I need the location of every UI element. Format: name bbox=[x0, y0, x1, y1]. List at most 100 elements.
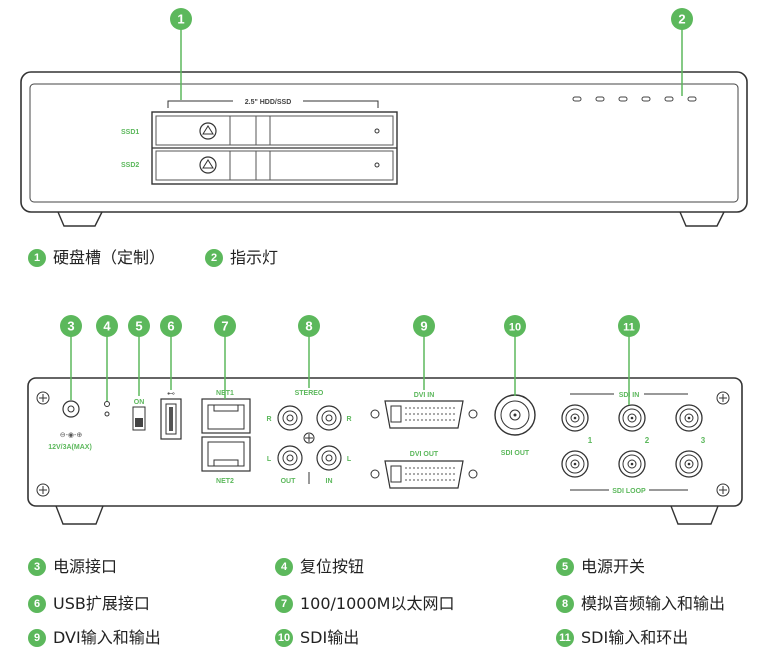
legend-item-2: 2 指示灯 bbox=[205, 248, 278, 268]
callout-badge-11: 11 bbox=[618, 315, 640, 337]
bnc-connector bbox=[630, 462, 634, 466]
callout-badge-3: 3 bbox=[60, 315, 82, 337]
legend-badge: 2 bbox=[205, 249, 223, 267]
stereo-label: STEREO bbox=[295, 390, 324, 397]
svg-text:L: L bbox=[267, 456, 272, 463]
legend-badge: 3 bbox=[28, 558, 46, 576]
svg-text:R: R bbox=[266, 416, 271, 423]
hdd-bracket-label: 2.5" HDD/SSD bbox=[245, 99, 292, 106]
dvi-in-port[interactable]: DVI IN bbox=[370, 392, 478, 429]
callout-badge-6: 6 bbox=[160, 315, 182, 337]
indicator-leds bbox=[572, 96, 697, 102]
stereo-audio-jacks[interactable]: STEREO R R L L OUT IN bbox=[266, 390, 351, 485]
svg-text:⊖-◉-⊕: ⊖-◉-⊕ bbox=[60, 432, 83, 439]
callout-badge-9: 9 bbox=[413, 315, 435, 337]
legend-badge: 4 bbox=[275, 558, 293, 576]
power-jack[interactable]: ⊖-◉-⊕ 12V/3A(MAX) bbox=[48, 400, 92, 451]
svg-text:3: 3 bbox=[67, 319, 74, 334]
svg-text:10: 10 bbox=[509, 322, 521, 334]
callout-badge-10: 10 bbox=[504, 315, 526, 337]
dvi-in-label: DVI IN bbox=[414, 392, 435, 399]
legend-badge: 5 bbox=[556, 558, 574, 576]
sdi-loop-label: SDI LOOP bbox=[612, 488, 646, 495]
legend-text: DVI输入和输出 bbox=[53, 628, 161, 647]
legend-text: 电源接口 bbox=[53, 557, 118, 576]
legend-text: 指示灯 bbox=[230, 248, 279, 267]
ssd-slot-2[interactable] bbox=[155, 150, 394, 181]
legend-item-9: 9 DVI输入和输出 bbox=[28, 628, 161, 648]
legend-badge: 11 bbox=[556, 629, 574, 647]
legend-text: SDI输出 bbox=[300, 628, 360, 647]
legend-item-8: 8 模拟音频输入和输出 bbox=[556, 594, 725, 614]
callout-badge-7: 7 bbox=[214, 315, 236, 337]
screw-icon bbox=[716, 483, 730, 497]
out-label: OUT bbox=[281, 478, 297, 485]
dvi-out-port[interactable]: DVI OUT bbox=[370, 451, 478, 489]
ssd-slot-1[interactable] bbox=[155, 115, 394, 146]
legend-item-5: 5 电源开关 bbox=[556, 557, 645, 577]
svg-text:⊷: ⊷ bbox=[167, 389, 175, 398]
legend-badge: 1 bbox=[28, 249, 46, 267]
legend-item-11: 11 SDI输入和环出 bbox=[556, 628, 688, 648]
svg-text:1: 1 bbox=[177, 12, 184, 27]
bnc-connector bbox=[687, 416, 691, 420]
ethernet-ports[interactable]: NET1 NET2 bbox=[201, 390, 251, 485]
callout-badge-4: 4 bbox=[96, 315, 118, 337]
front-panel: 2.5" HDD/SSD SSD1 SSD2 bbox=[20, 28, 748, 227]
svg-text:6: 6 bbox=[167, 319, 174, 334]
in-label: IN bbox=[326, 478, 333, 485]
svg-text:5: 5 bbox=[135, 319, 142, 334]
svg-text:R: R bbox=[346, 416, 351, 423]
bnc-connector bbox=[630, 416, 634, 420]
bnc-connector bbox=[687, 462, 691, 466]
svg-text:4: 4 bbox=[103, 319, 111, 334]
svg-text:2: 2 bbox=[678, 12, 685, 27]
switch-label: ON bbox=[134, 399, 145, 406]
rear-panel: ⊖-◉-⊕ 12V/3A(MAX) ON ⊷ NET1 bbox=[27, 335, 743, 525]
ssd2-label: SSD2 bbox=[121, 162, 139, 169]
sdi-out-label: SDI OUT bbox=[501, 450, 530, 457]
svg-text:8: 8 bbox=[305, 319, 312, 334]
legend-badge: 8 bbox=[556, 595, 574, 613]
legend-item-4: 4 复位按钮 bbox=[275, 557, 364, 577]
power-label: 12V/3A(MAX) bbox=[48, 444, 92, 451]
svg-text:9: 9 bbox=[420, 319, 427, 334]
legend-text: 100/1000M以太网口 bbox=[300, 594, 455, 613]
legend-item-1: 1 硬盘槽（定制） bbox=[28, 248, 165, 268]
legend-text: 硬盘槽（定制） bbox=[53, 248, 166, 267]
legend-item-3: 3 电源接口 bbox=[28, 557, 117, 577]
legend-badge: 7 bbox=[275, 595, 293, 613]
legend-text: 电源开关 bbox=[581, 557, 646, 576]
legend-item-7: 7 100/1000M以太网口 bbox=[275, 594, 454, 614]
svg-text:L: L bbox=[347, 456, 352, 463]
legend-text: SDI输入和环出 bbox=[581, 628, 689, 647]
screw-icon bbox=[36, 483, 50, 497]
svg-text:1: 1 bbox=[588, 436, 593, 445]
svg-text:3: 3 bbox=[701, 436, 706, 445]
legend-badge: 10 bbox=[275, 629, 293, 647]
ssd1-label: SSD1 bbox=[121, 129, 139, 136]
usb-port[interactable]: ⊷ bbox=[160, 389, 182, 440]
legend-badge: 9 bbox=[28, 629, 46, 647]
screw-icon bbox=[36, 391, 50, 405]
reset-button[interactable] bbox=[104, 401, 110, 417]
callout-badge-5: 5 bbox=[128, 315, 150, 337]
bnc-connector bbox=[573, 416, 577, 420]
legend-text: 复位按钮 bbox=[300, 557, 365, 576]
legend-item-6: 6 USB扩展接口 bbox=[28, 594, 150, 614]
screw-icon bbox=[716, 391, 730, 405]
svg-text:2: 2 bbox=[645, 436, 650, 445]
svg-text:7: 7 bbox=[221, 319, 228, 334]
callout-badge-2: 2 bbox=[671, 8, 693, 30]
legend-text: 模拟音频输入和输出 bbox=[581, 594, 726, 613]
callout-badge-1: 1 bbox=[170, 8, 192, 30]
legend-badge: 6 bbox=[28, 595, 46, 613]
callout-badge-8: 8 bbox=[298, 315, 320, 337]
dvi-out-label: DVI OUT bbox=[410, 451, 439, 458]
legend-text: USB扩展接口 bbox=[53, 594, 150, 613]
power-switch[interactable]: ON bbox=[132, 399, 146, 431]
bnc-connector bbox=[573, 462, 577, 466]
svg-text:11: 11 bbox=[623, 322, 635, 334]
legend-item-10: 10 SDI输出 bbox=[275, 628, 359, 648]
